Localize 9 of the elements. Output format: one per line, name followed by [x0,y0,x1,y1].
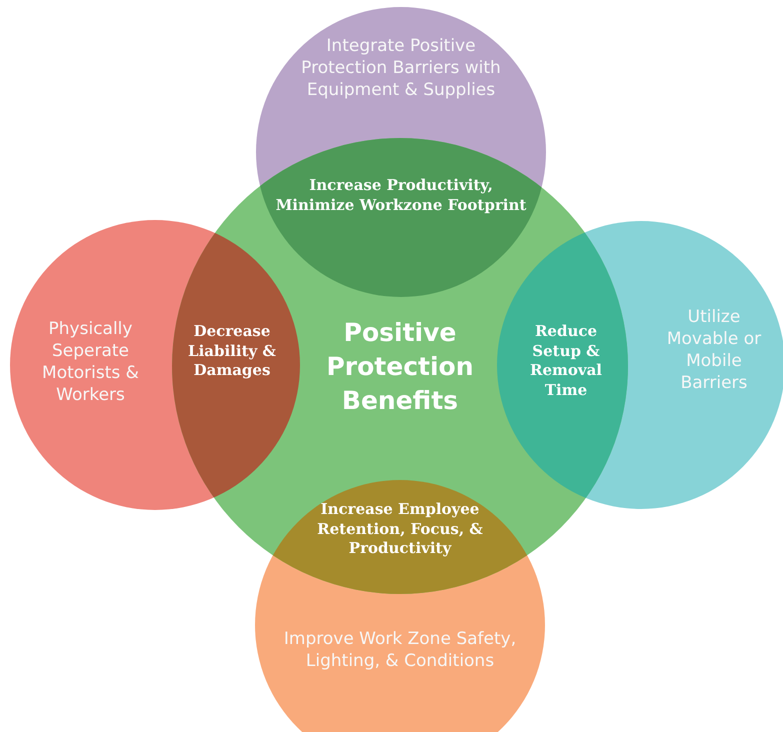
circle-label: Physically Seperate Motorists & Workers [41,318,140,406]
circle-label: Improve Work Zone Safety, Lighting, & Conditions [282,628,518,672]
center-title: Positive Protection Benefits [325,317,475,416]
overlap-label: Increase Employee Retention, Focus, & Productivity [316,500,484,558]
overlap-label: Increase Productivity, Minimize Workzone Footprint [274,176,528,215]
circle-label: Integrate Positive Protection Barriers with Equipment & Supplies [300,35,502,102]
overlap-label: Decrease Liability & Damages [187,322,277,380]
circle-label: Utilize Movable or Mobile Barriers [666,306,762,394]
overlap-label: Reduce Setup & Removal Time [528,322,604,400]
